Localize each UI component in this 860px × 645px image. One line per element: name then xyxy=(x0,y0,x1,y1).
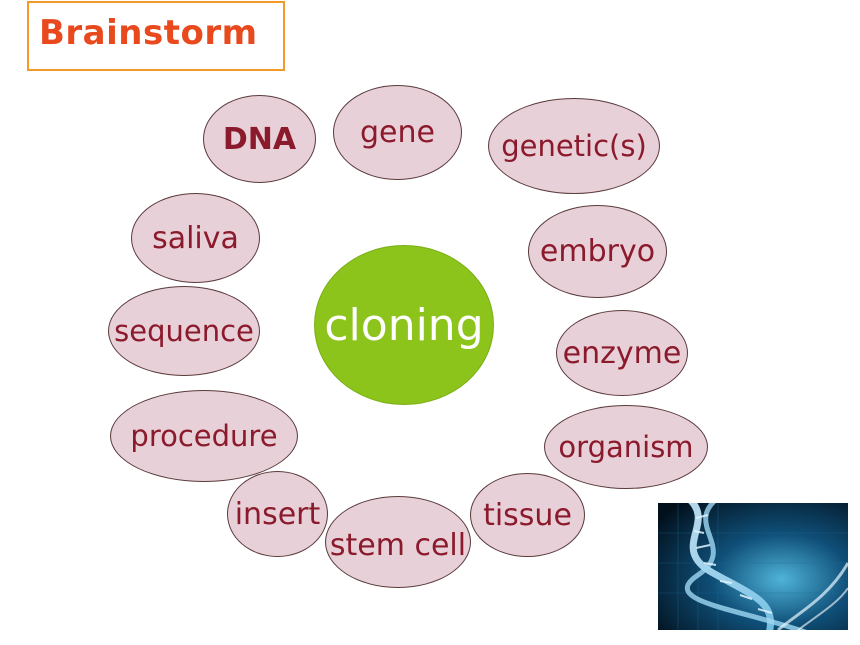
word-bubble-enzyme: enzyme xyxy=(556,310,688,396)
word-bubble-procedure: procedure xyxy=(110,390,298,482)
word-bubble-organism: organism xyxy=(544,405,708,489)
word-bubble-saliva: saliva xyxy=(131,193,260,283)
center-topic-bubble: cloning xyxy=(314,245,494,405)
word-bubble-sequence: sequence xyxy=(108,286,260,376)
title-box: Brainstorm xyxy=(27,1,285,71)
word-bubble-insert: insert xyxy=(227,471,328,557)
word-bubble-embryo: embryo xyxy=(528,205,667,298)
word-bubble-gene: gene xyxy=(333,85,462,180)
word-bubble-stem-cell: stem cell xyxy=(325,496,471,588)
word-bubble-dna: DNA xyxy=(203,95,316,183)
slide-title: Brainstorm xyxy=(39,13,258,53)
word-bubble-tissue: tissue xyxy=(470,473,585,557)
word-bubble-genetics: genetic(s) xyxy=(488,98,660,194)
dna-helix-photo xyxy=(658,503,848,630)
